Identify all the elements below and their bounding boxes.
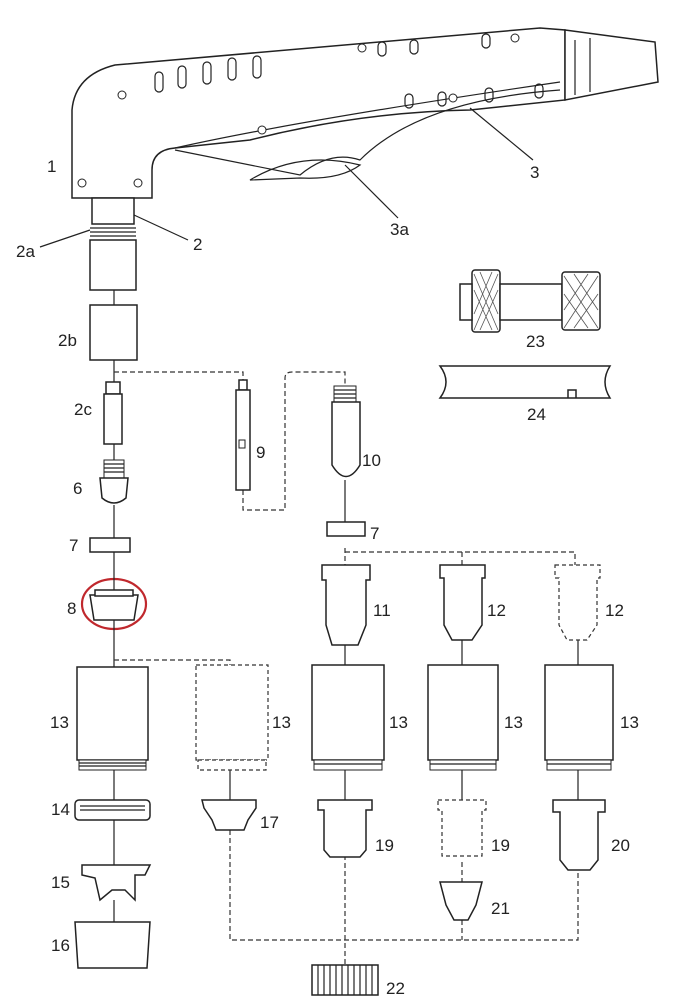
part-19 [317,799,373,858]
label-1: 1 [47,157,56,176]
torch-handle [71,27,659,199]
label-8: 8 [67,599,76,618]
label-12-alt: 12 [605,601,624,620]
label-17: 17 [260,813,279,832]
part-13-alt-4 [544,664,614,771]
part-21 [439,881,483,921]
part-11 [321,564,371,646]
part-17 [201,799,257,831]
label-7-right: 7 [370,524,379,543]
part-24 [438,365,612,399]
label-19-alt: 19 [491,836,510,855]
label-2: 2 [193,235,202,254]
part-10 [331,385,361,478]
label-20: 20 [611,836,630,855]
part-19-alt [437,799,487,857]
part-7-right [326,521,366,537]
label-16: 16 [51,936,70,955]
part-2 [89,197,137,291]
label-7-left: 7 [69,536,78,555]
label-23: 23 [526,332,545,351]
part-2b [89,304,138,361]
part-13-alt-2 [311,664,385,771]
label-24: 24 [527,405,546,424]
label-13-alt-2: 13 [389,713,408,732]
label-13-alt-3: 13 [504,713,523,732]
label-3a: 3a [390,220,409,239]
part-9 [235,379,251,491]
label-10: 10 [362,451,381,470]
label-11: 11 [373,601,391,620]
label-6: 6 [73,479,82,498]
label-9: 9 [256,443,265,462]
label-3: 3 [530,163,539,182]
part-labels: 1 2a 2 3 3a 2b 23 24 2c 9 10 6 7 7 8 11 … [16,157,639,998]
label-13: 13 [50,713,69,732]
part-14 [74,799,151,821]
label-14: 14 [51,800,70,819]
label-15: 15 [51,873,70,892]
part-6 [99,459,129,504]
label-12: 12 [487,601,506,620]
label-2b: 2b [58,331,77,350]
part-16 [74,921,151,969]
label-13-alt-4: 13 [620,713,639,732]
part-13-alt-1 [195,664,269,771]
part-20 [552,799,606,871]
part-2c [103,381,123,445]
label-2c: 2c [74,400,92,419]
label-19: 19 [375,836,394,855]
part-23 [459,269,601,333]
label-13-alt-1: 13 [272,713,291,732]
label-2a: 2a [16,242,35,261]
part-7-left [89,537,131,553]
part-13-main [76,666,149,771]
label-21: 21 [491,899,510,918]
part-12-alt [554,564,601,641]
part-15 [81,864,152,902]
part-12 [439,564,486,641]
part-22 [311,964,379,996]
label-22: 22 [386,979,405,998]
part-13-alt-3 [427,664,499,771]
